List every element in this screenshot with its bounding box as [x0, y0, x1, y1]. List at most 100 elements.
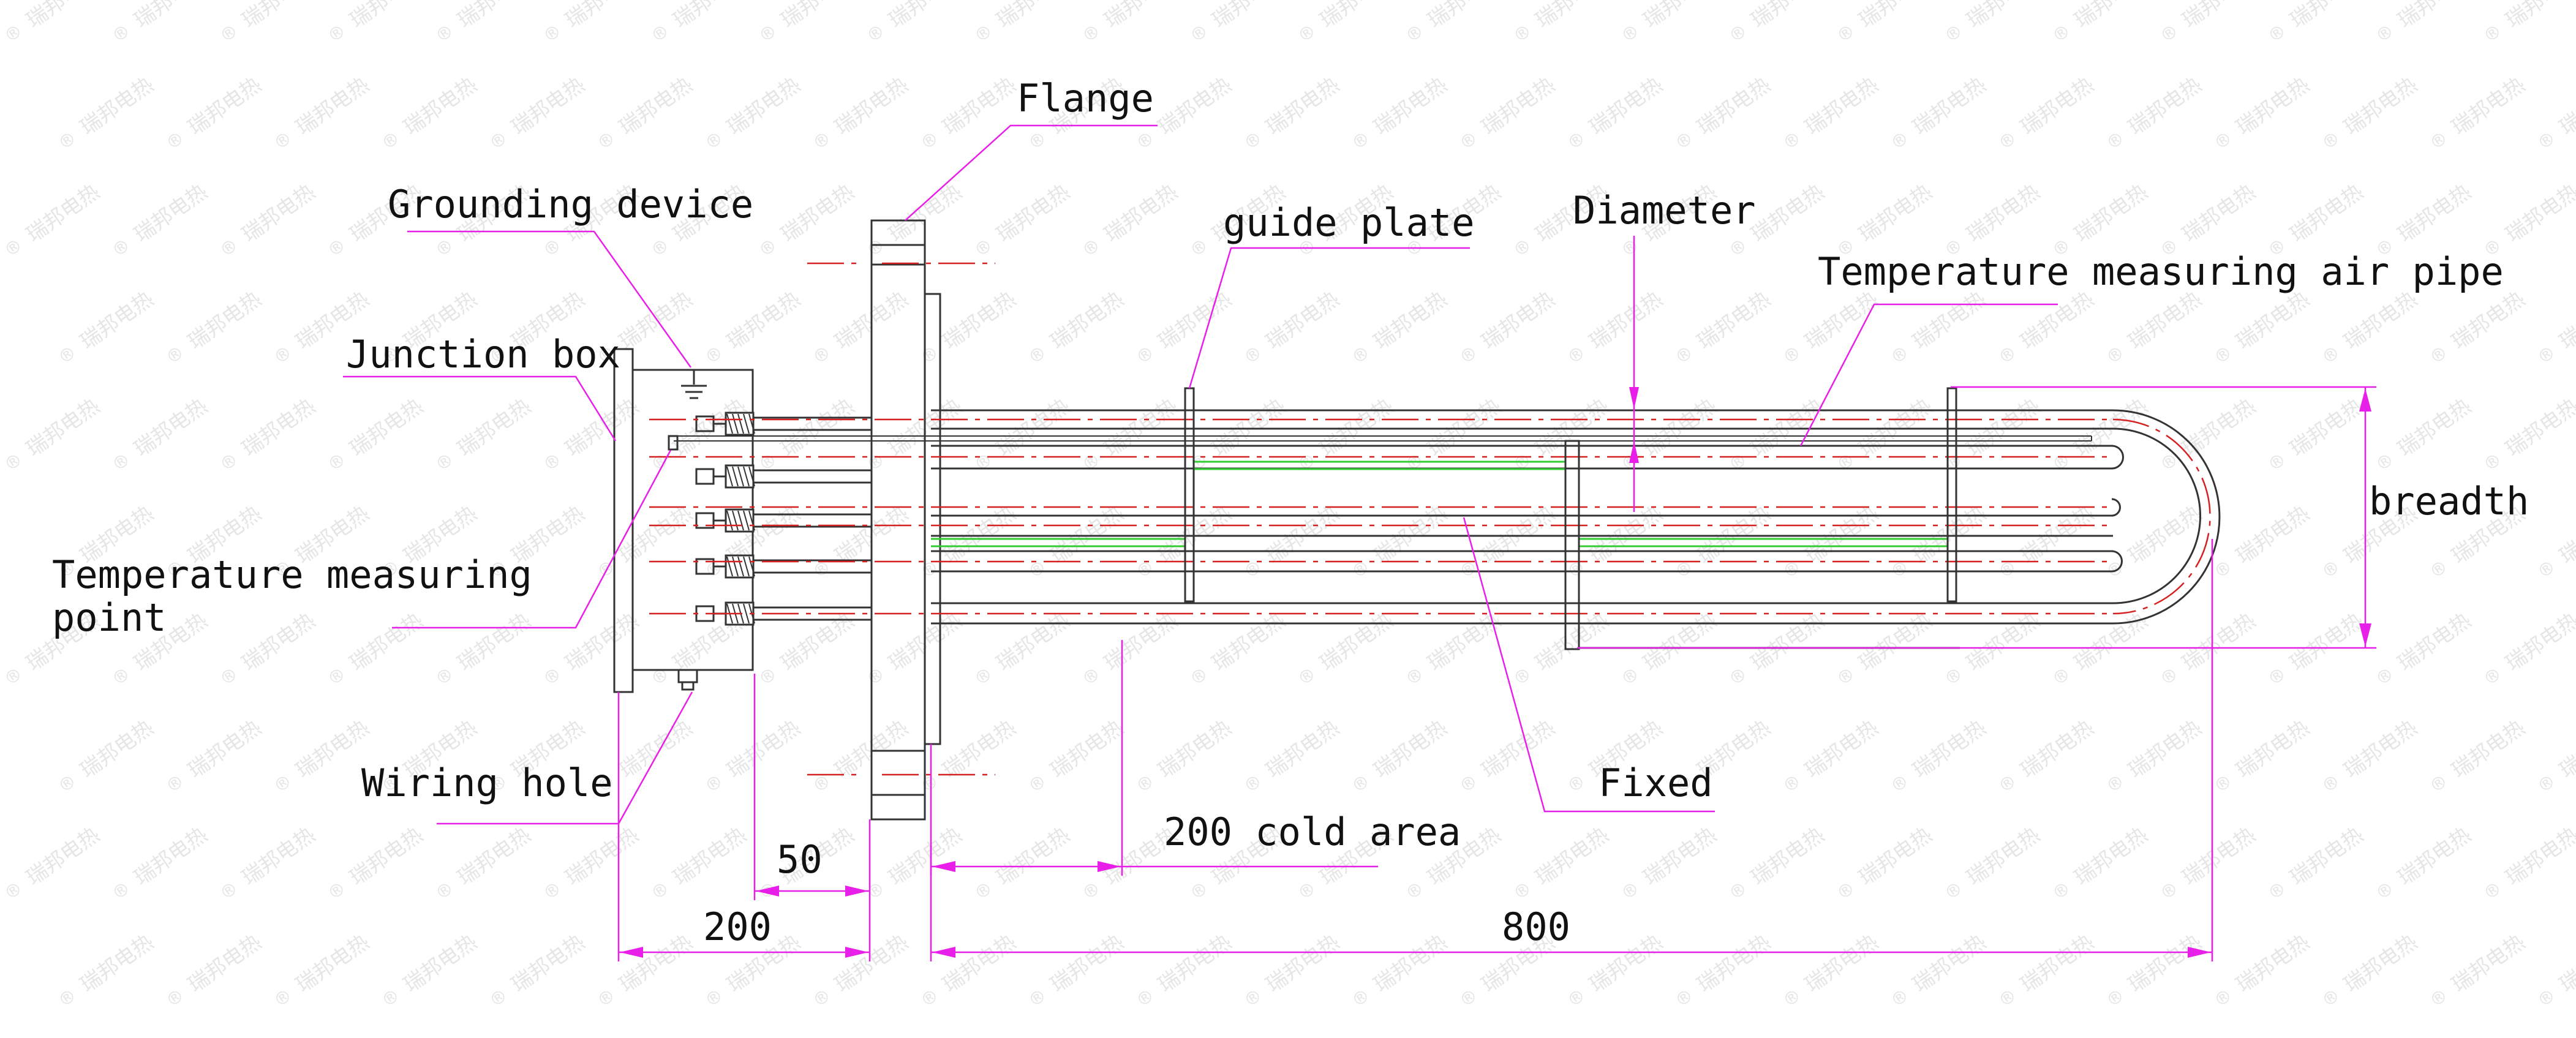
- tube-hairpin: [2111, 550, 2123, 573]
- watermark-tile: ® 瑞邦电热: [2480, 608, 2576, 690]
- watermark-tile: ® 瑞邦电热: [971, 0, 1074, 47]
- label-wiring-hole: Wiring hole: [361, 761, 613, 805]
- watermark-tile: ® 瑞邦电热: [2480, 0, 2576, 47]
- temperature-sensor-box: [668, 435, 679, 451]
- watermark-tile: ® 瑞邦电热: [2427, 930, 2529, 1012]
- watermark-tile: ® 瑞邦电热: [756, 0, 859, 47]
- watermark-tile: ® 瑞邦电热: [1349, 715, 1452, 797]
- watermark-tile: ® 瑞邦电热: [2265, 394, 2368, 476]
- watermark-tile: ® 瑞邦电热: [2157, 394, 2260, 476]
- watermark-tile: ® 瑞邦电热: [917, 930, 1020, 1012]
- watermark-tile: ® 瑞邦电热: [2265, 608, 2368, 690]
- watermark-tile: ® 瑞邦电热: [971, 394, 1074, 476]
- watermark-tile: ® 瑞邦电热: [163, 715, 266, 797]
- watermark-tile: ® 瑞邦电热: [1241, 287, 1344, 369]
- watermark-tile: ® 瑞邦电热: [325, 822, 427, 904]
- watermark-tile: ® 瑞邦电热: [1, 0, 104, 47]
- label-grounding-device: Grounding device: [388, 182, 753, 227]
- watermark-tile: ® 瑞邦电热: [2103, 930, 2206, 1012]
- watermark-tile: ® 瑞邦电热: [486, 72, 589, 154]
- watermark-tile: ® 瑞邦电热: [271, 72, 374, 154]
- dim-label-cold-area: 200 cold area: [1164, 810, 1461, 854]
- watermark-tile: ® 瑞邦电热: [1995, 930, 2098, 1012]
- flange-boss: [924, 293, 941, 745]
- watermark-tile: ® 瑞邦电热: [1888, 72, 1990, 154]
- watermark-tile: ® 瑞邦电热: [1834, 822, 1937, 904]
- terminal-hatch: [732, 510, 739, 531]
- watermark-tile: ® 瑞邦电热: [2157, 822, 2260, 904]
- watermark-tile: ® 瑞邦电热: [1403, 608, 1505, 690]
- terminal-hatch: [726, 413, 733, 434]
- watermark-tile: ® 瑞邦电热: [1403, 394, 1505, 476]
- watermark-tile: ® 瑞邦电热: [1564, 930, 1667, 1012]
- watermark-tile: ® 瑞邦电热: [2157, 0, 2260, 47]
- watermark-tile: ® 瑞邦电热: [2373, 822, 2476, 904]
- watermark-tile: ® 瑞邦电热: [2103, 287, 2206, 369]
- watermark-tile: ® 瑞邦电热: [325, 608, 427, 690]
- watermark-tile: ® 瑞邦电热: [756, 394, 859, 476]
- watermark-tile: ® 瑞邦电热: [1834, 608, 1937, 690]
- watermark-tile: ® 瑞邦电热: [1241, 72, 1344, 154]
- watermark-tile: ® 瑞邦电热: [1995, 715, 2098, 797]
- watermark-tile: ® 瑞邦电热: [1510, 822, 1613, 904]
- labels: Flange Grounding device Junction box gui…: [52, 76, 2529, 949]
- tube-u-bend: [2112, 409, 2221, 625]
- watermark-tile: ® 瑞邦电热: [1888, 287, 1990, 369]
- terminal-hatch: [737, 413, 744, 434]
- watermark-tile: ® 瑞邦电热: [1403, 0, 1505, 47]
- watermark-tile: ® 瑞邦电热: [163, 287, 266, 369]
- watermark-tile: ® 瑞邦电热: [2211, 287, 2314, 369]
- terminal-hatch: [726, 556, 733, 577]
- watermark-tile: ® 瑞邦电热: [1, 822, 104, 904]
- flange-bottom-lip: [870, 794, 926, 821]
- dimension-arrowheads: [620, 387, 2371, 958]
- leader-junction-box: [343, 375, 617, 442]
- watermark-tile: ® 瑞邦电热: [2427, 287, 2529, 369]
- terminal-hatch: [743, 510, 750, 531]
- terminal-group: [695, 412, 872, 626]
- watermark-tile: ® 瑞邦电热: [55, 287, 158, 369]
- watermark-tile: ® 瑞邦电热: [1025, 930, 1128, 1012]
- watermark-tile: ® 瑞邦电热: [1295, 0, 1398, 47]
- watermark-tile: ® 瑞邦电热: [163, 930, 266, 1012]
- watermark-tile: ® 瑞邦电热: [971, 179, 1074, 261]
- watermark-tile: ® 瑞邦电热: [1295, 394, 1398, 476]
- watermark-tile: ® 瑞邦电热: [1241, 715, 1344, 797]
- watermark-tile: ® 瑞邦电热: [1025, 287, 1128, 369]
- watermark-tile: ® 瑞邦电热: [1456, 287, 1559, 369]
- watermark-tile: ® 瑞邦电热: [1941, 608, 2044, 690]
- watermark-tile: ® 瑞邦电热: [1780, 930, 1883, 1012]
- watermark-tile: ® 瑞邦电热: [1618, 0, 1721, 47]
- terminal-hatch: [737, 510, 744, 531]
- watermark-tile: ® 瑞邦电热: [2534, 930, 2576, 1012]
- watermark-tile: ® 瑞邦电热: [432, 0, 535, 47]
- watermark-tile: ® 瑞邦电热: [2373, 0, 2476, 47]
- watermark-tile: ® 瑞邦电热: [378, 72, 481, 154]
- terminal-hatch: [743, 413, 750, 434]
- watermark-tile: ® 瑞邦电热: [1672, 930, 1775, 1012]
- watermark-tile: ® 瑞邦电热: [864, 0, 966, 47]
- watermark-tile: ® 瑞邦电热: [594, 72, 697, 154]
- watermark-tile: ® 瑞邦电热: [1672, 287, 1775, 369]
- watermark-tile: ® 瑞邦电热: [2265, 822, 2368, 904]
- leader-guide-plate: [1188, 247, 1470, 389]
- watermark-tile: ® 瑞邦电热: [2211, 930, 2314, 1012]
- leader-flange: [905, 124, 1158, 221]
- watermark-tile: ® 瑞邦电热: [2319, 72, 2422, 154]
- watermark-tile: ® 瑞邦电热: [2103, 72, 2206, 154]
- watermark-tile: ® 瑞邦电热: [1187, 0, 1290, 47]
- watermark-tile: ® 瑞邦电热: [540, 394, 643, 476]
- fixed-plate: [1564, 440, 1580, 650]
- wiring-hole-gland-nut: [681, 681, 695, 691]
- watermark-tile: ® 瑞邦电热: [1510, 608, 1613, 690]
- watermark-tile: ® 瑞邦电热: [702, 72, 805, 154]
- tube-u-bend: [2112, 427, 2201, 604]
- watermark-tile: ® 瑞邦电热: [1618, 822, 1721, 904]
- watermark-tile: ® 瑞邦电热: [1995, 72, 2098, 154]
- watermark-tile: ® 瑞邦电热: [594, 501, 697, 583]
- watermark-tile: ® 瑞邦电热: [2534, 72, 2576, 154]
- watermark-tile: ® 瑞邦电热: [810, 287, 913, 369]
- watermark-tile: ® 瑞邦电热: [109, 822, 212, 904]
- watermark-tile: ® 瑞邦电热: [917, 287, 1020, 369]
- watermark-tile: ® 瑞邦电热: [1888, 715, 1990, 797]
